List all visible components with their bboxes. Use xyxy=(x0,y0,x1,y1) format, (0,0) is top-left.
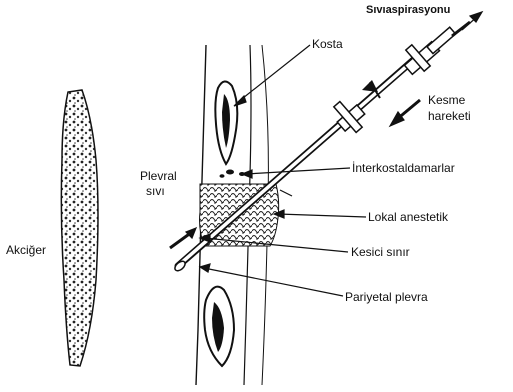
label-kesici-sinir: Kesici sınır xyxy=(351,246,410,259)
catheter-needle xyxy=(173,22,470,273)
label-interkostal-damarlar: İnterkostaldamarlar xyxy=(352,162,455,175)
label-plevral: Plevral xyxy=(140,170,177,183)
label-kesme: Kesme xyxy=(428,94,465,107)
label-pariyetal-plevra: Pariyetal plevra xyxy=(345,291,428,304)
label-hareketi: hareketi xyxy=(428,110,471,123)
label-akciger: Akciğer xyxy=(6,244,46,257)
intercostal-vessels xyxy=(220,170,246,178)
label-sivi: sıvı xyxy=(146,185,165,198)
label-sivi-aspirasyonu: Sıvıaspirasyonu xyxy=(366,4,450,17)
label-kosta: Kosta xyxy=(312,38,343,51)
lung-shape xyxy=(61,90,98,366)
label-lokal-anestetik: Lokal anestetik xyxy=(368,211,448,224)
